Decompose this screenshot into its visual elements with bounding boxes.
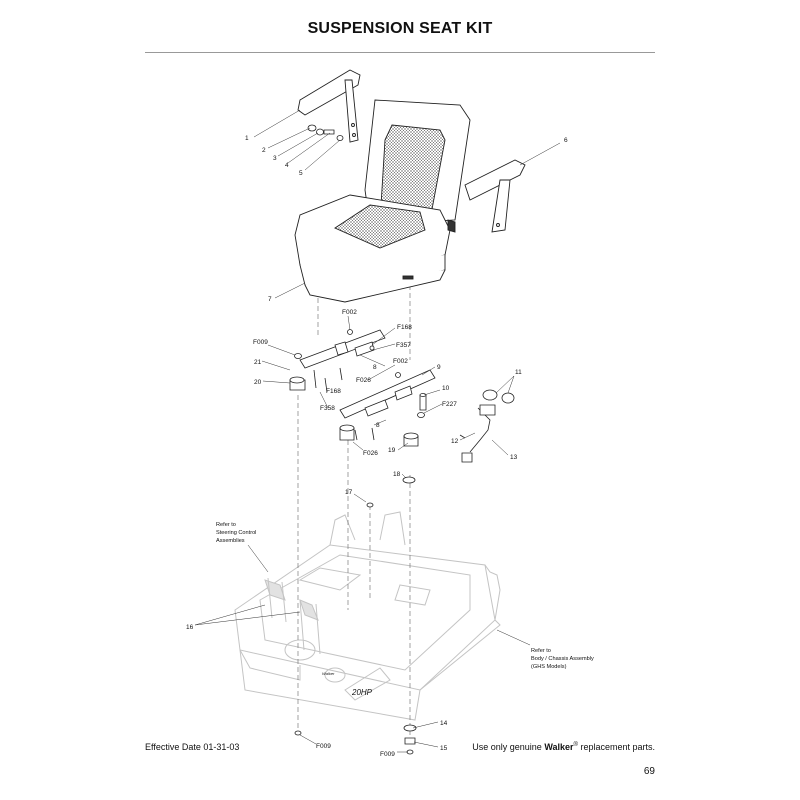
body-note-line3: (GHS Models) <box>531 664 567 670</box>
callout-19: 19 <box>388 447 396 454</box>
left-armrest <box>297 69 361 143</box>
wiring-harness <box>459 389 515 463</box>
callout-f002-lower: F002 <box>393 358 408 365</box>
tagline-suffix: replacement parts. <box>580 742 655 752</box>
callout-f357: F357 <box>396 342 411 349</box>
right-armrest <box>464 159 526 233</box>
callout-17: 17 <box>345 489 353 496</box>
callout-2: 2 <box>262 147 266 154</box>
callout-4: 4 <box>285 162 289 169</box>
callout-f227: F227 <box>442 401 457 408</box>
callout-f009-left: F009 <box>253 339 268 346</box>
chassis-outline <box>234 511 501 721</box>
bottom-hardware <box>294 724 417 755</box>
callout-5: 5 <box>299 170 303 177</box>
callout-18: 18 <box>393 471 401 478</box>
callout-1: 1 <box>245 135 249 142</box>
callout-16: 16 <box>186 624 194 631</box>
callout-f026-lower: F026 <box>363 450 378 457</box>
callout-8-upper: 8 <box>373 364 377 371</box>
title-divider <box>145 52 655 53</box>
tagline-prefix: Use only genuine <box>472 742 542 752</box>
steering-note-line1: Refer to <box>216 522 236 528</box>
steering-note-line3: Assemblies <box>216 538 245 544</box>
page-title: SUSPENSION SEAT KIT <box>307 20 493 37</box>
callout-12: 12 <box>451 438 459 445</box>
body-note-line1: Refer to <box>531 648 551 654</box>
callout-15: 15 <box>440 745 448 752</box>
callout-f009-bottom-right: F009 <box>380 751 395 758</box>
callout-21: 21 <box>254 359 262 366</box>
callout-f002-upper: F002 <box>342 309 357 316</box>
callout-9: 9 <box>437 364 441 371</box>
body-note-line2: Body / Chassis Assembly <box>531 656 594 662</box>
callout-13: 13 <box>510 454 518 461</box>
upper-mounting-plate <box>289 329 386 393</box>
suspension-seat <box>294 99 471 303</box>
lower-mounting-plate <box>339 369 436 508</box>
assembly-centerlines <box>297 285 411 735</box>
callout-f358: F358 <box>320 405 335 412</box>
callout-6: 6 <box>564 137 568 144</box>
callout-20: 20 <box>254 379 262 386</box>
callout-3: 3 <box>273 155 277 162</box>
callout-f026-upper: F026 <box>356 377 371 384</box>
tagline: Use only genuine Walker® replacement par… <box>472 742 655 752</box>
callout-14: 14 <box>440 720 448 727</box>
registered-mark: ® <box>573 742 578 748</box>
callout-f009-bottom-left: F009 <box>316 743 331 750</box>
callout-8-lower: 8 <box>376 422 380 429</box>
callout-7: 7 <box>268 296 272 303</box>
effective-date: Effective Date 01-31-03 <box>145 742 240 752</box>
armrest-hardware <box>307 124 344 141</box>
steering-note-line2: Steering Control <box>216 530 256 536</box>
brand-name: Walker <box>544 742 574 752</box>
decal-model-text: 20HP <box>351 688 373 697</box>
page-number: 69 <box>643 766 655 777</box>
callout-10: 10 <box>442 385 450 392</box>
callout-f168-upper: F168 <box>397 324 412 331</box>
callout-11: 11 <box>515 369 522 376</box>
leader-lines <box>194 109 561 753</box>
callout-f168-lower: F168 <box>326 388 341 395</box>
decal-brand-text: Walker <box>322 671 335 676</box>
